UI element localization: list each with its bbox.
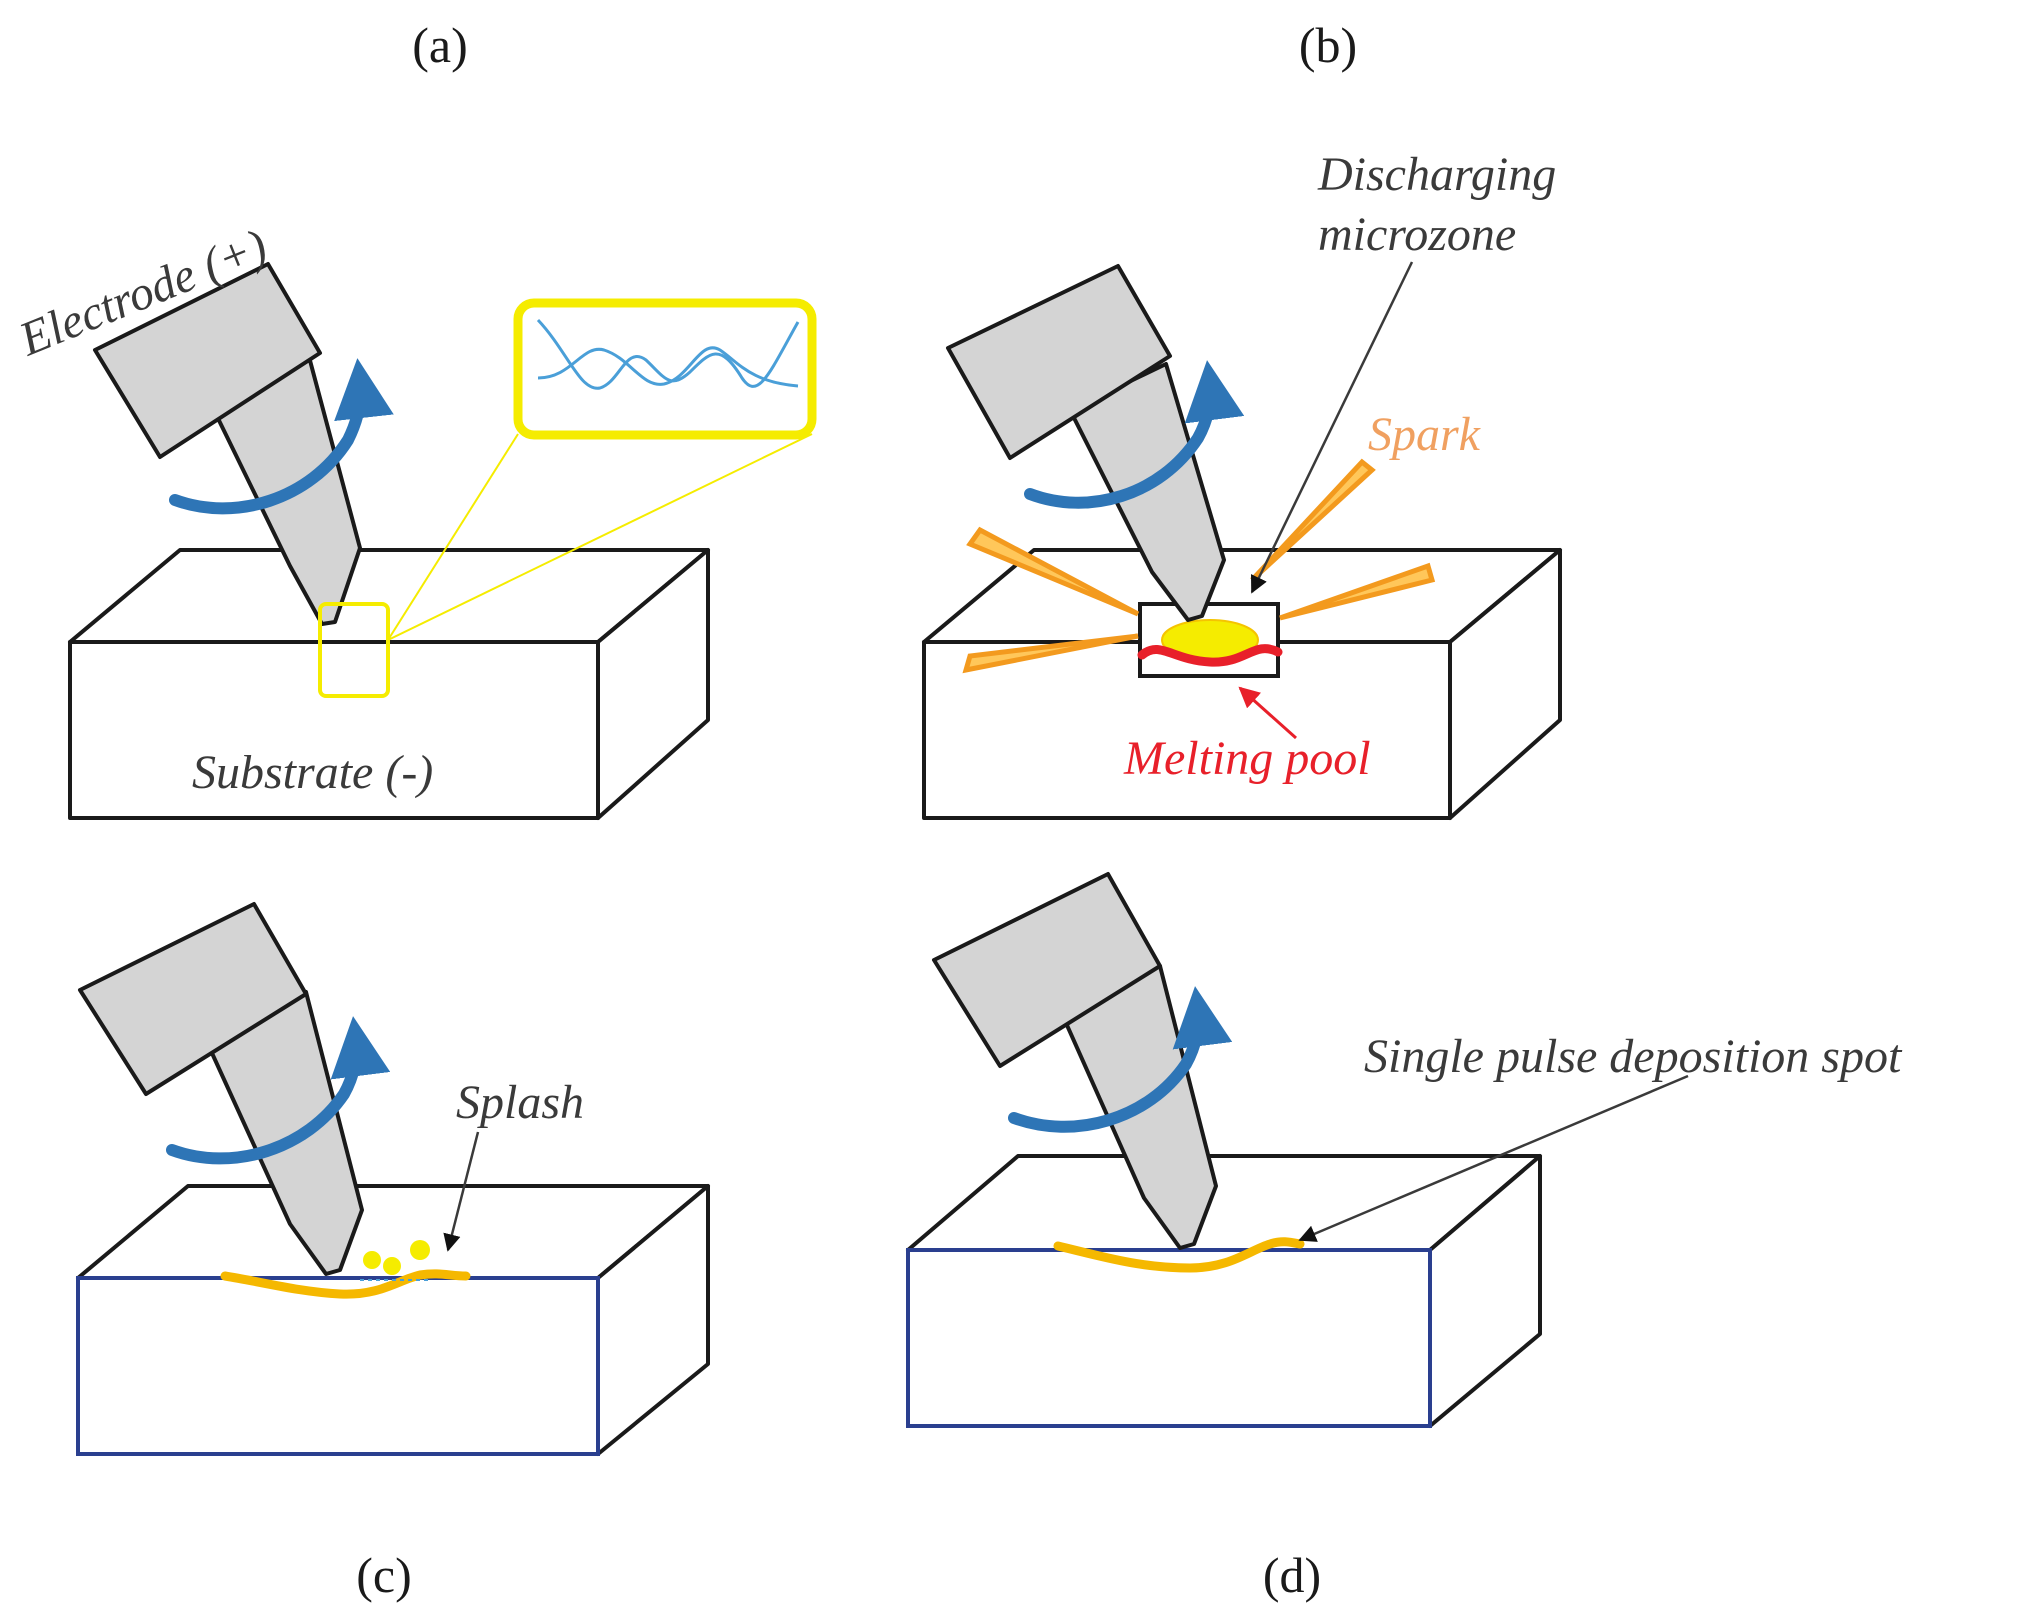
panel-a: (a) Electrode (+) Substrate (-) (11, 17, 817, 820)
rotation-arrow-icon (166, 1016, 391, 1165)
melting-pool-line (1137, 644, 1283, 667)
rotation-arrow-icon (169, 358, 394, 515)
substrate-block-icon (922, 548, 1562, 820)
substrate-label: Substrate (-) (192, 746, 433, 799)
splash-droplets (363, 1240, 430, 1275)
panel-d: (d) Single pulse deposition spot (906, 872, 1903, 1603)
panel-b-label: (b) (1299, 17, 1357, 73)
electrode-icon (78, 902, 364, 1276)
substrate-block-icon (68, 548, 710, 820)
panel-c: (c) Splash (76, 902, 710, 1603)
melting-pool-label: Melting pool (1123, 732, 1371, 785)
rotation-arrow-icon (1008, 986, 1233, 1133)
deposition-spot (1053, 1237, 1305, 1273)
zoom-region-marker (318, 602, 390, 698)
panel-c-label: (c) (356, 1547, 412, 1603)
panel-d-label: (d) (1263, 1547, 1321, 1603)
substrate-block-icon (906, 1154, 1542, 1428)
zoom-box-icon (513, 298, 817, 440)
substrate-block-icon (76, 1184, 710, 1456)
panel-b: (b) Discharging microzone (922, 17, 1562, 820)
zoom-connector-line (387, 433, 519, 641)
panel-a-label: (a) (412, 17, 468, 73)
zoom-connector-line (387, 433, 813, 641)
spark-icon (962, 458, 1436, 674)
melt-pool-pointer (1238, 686, 1297, 740)
discharge-pointer (1250, 261, 1414, 594)
discharge-label-line1: Discharging (1317, 148, 1556, 201)
deposition-pointer (1298, 1074, 1689, 1242)
rotation-arrow-icon (1024, 360, 1245, 509)
discharge-label-line2: microzone (1318, 208, 1516, 261)
deposition-spot-label: Single pulse deposition spot (1364, 1030, 1903, 1083)
spark-label: Spark (1368, 408, 1482, 461)
splash-label: Splash (456, 1076, 584, 1129)
splash-pointer (443, 1131, 480, 1252)
deposit-layer (220, 1269, 471, 1299)
